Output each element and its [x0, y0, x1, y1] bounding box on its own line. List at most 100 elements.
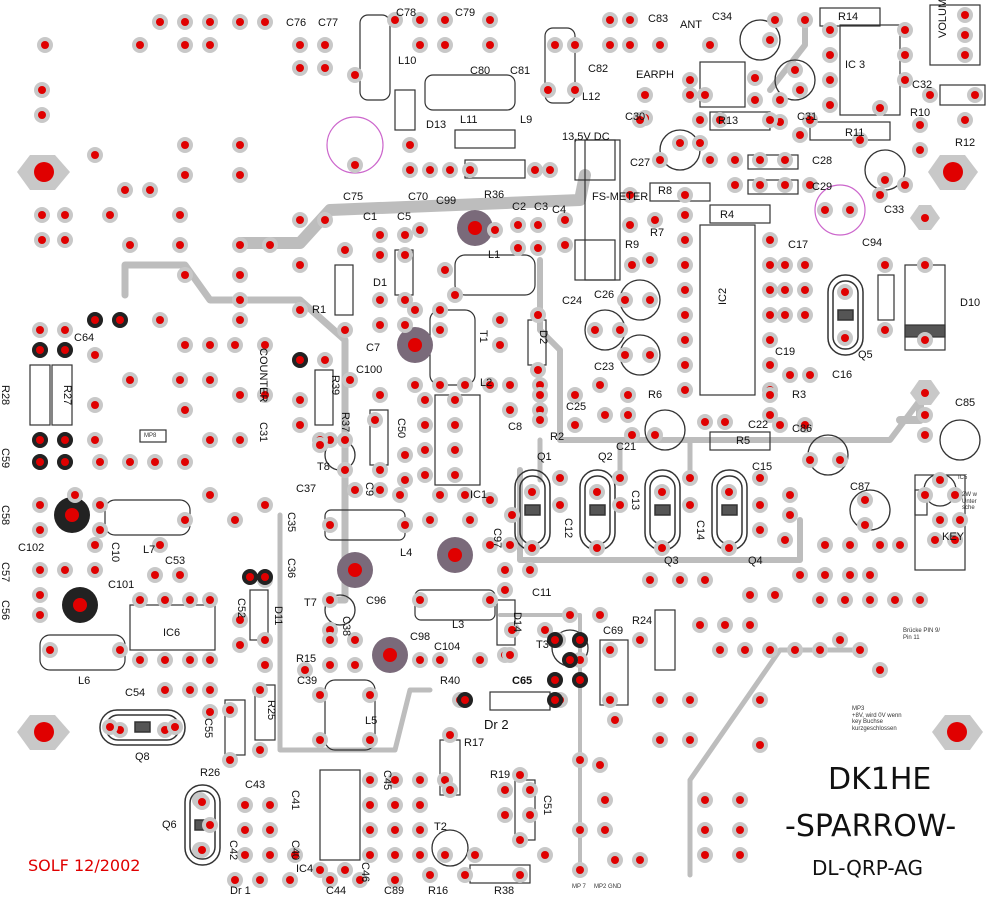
trace-layer — [121, 22, 928, 878]
pad — [866, 596, 874, 604]
label-mp8: MP8 — [144, 433, 157, 439]
pad — [628, 431, 636, 439]
pad — [656, 736, 664, 744]
pad — [411, 381, 419, 389]
pad — [596, 381, 604, 389]
pad — [701, 91, 709, 99]
pad — [206, 436, 214, 444]
label-d14: D14 — [511, 612, 523, 633]
pad — [766, 311, 774, 319]
pad — [241, 826, 249, 834]
pad-layer — [32, 7, 983, 888]
label-r36: R36 — [484, 189, 505, 201]
pad — [266, 851, 274, 859]
pad — [236, 391, 244, 399]
pad — [806, 116, 814, 124]
pad — [841, 288, 849, 296]
label-c75: C75 — [343, 191, 364, 203]
pad — [91, 436, 99, 444]
pad — [96, 458, 104, 466]
pad — [841, 334, 849, 342]
pad — [391, 851, 399, 859]
pad — [266, 241, 274, 249]
pad — [411, 306, 419, 314]
pad — [806, 371, 814, 379]
label-c41: C41 — [289, 790, 301, 811]
pad — [806, 456, 814, 464]
label-q8: Q8 — [135, 751, 150, 763]
pad — [261, 341, 269, 349]
label-r17: R17 — [464, 737, 485, 749]
pad — [826, 51, 834, 59]
label-c30: C30 — [625, 111, 646, 123]
pad — [376, 391, 384, 399]
label-r16: R16 — [428, 885, 449, 897]
pad — [616, 326, 624, 334]
pad — [416, 596, 424, 604]
pad — [291, 851, 299, 859]
label-d11: D11 — [272, 606, 284, 626]
pad — [421, 421, 429, 429]
pad — [856, 136, 864, 144]
pad — [736, 851, 744, 859]
pad — [626, 41, 634, 49]
pad — [534, 366, 542, 374]
pad — [961, 116, 969, 124]
pad — [38, 111, 46, 119]
pad — [446, 166, 454, 174]
pad — [576, 756, 584, 764]
label-c15: C15 — [752, 461, 773, 473]
label-c50: C50 — [395, 418, 407, 439]
pad — [606, 16, 614, 24]
label-l12: L12 — [582, 91, 601, 103]
pad — [561, 241, 569, 249]
pad — [951, 536, 959, 544]
pad — [446, 731, 454, 739]
pad — [436, 491, 444, 499]
pad — [866, 571, 874, 579]
pad — [746, 591, 754, 599]
trace-mp7 — [498, 613, 582, 872]
pad — [321, 216, 329, 224]
pad — [176, 376, 184, 384]
label-c3: C3 — [534, 201, 549, 213]
pad — [416, 226, 424, 234]
pad — [316, 441, 324, 449]
pad — [731, 156, 739, 164]
pad — [846, 206, 854, 214]
pad — [681, 311, 689, 319]
label-c31: C31 — [797, 111, 818, 123]
pad — [876, 541, 884, 549]
pad — [536, 406, 544, 414]
pad — [236, 316, 244, 324]
label-l9: L9 — [520, 114, 533, 126]
trace-osc — [537, 437, 693, 483]
pad — [791, 646, 799, 654]
pad — [181, 341, 189, 349]
pad — [576, 656, 584, 664]
pad — [876, 104, 884, 112]
pad — [301, 666, 309, 674]
pad — [36, 526, 44, 534]
pad — [36, 326, 44, 334]
pad — [556, 501, 564, 509]
pad — [676, 576, 684, 584]
pad — [451, 291, 459, 299]
pad — [206, 376, 214, 384]
pad — [626, 191, 634, 199]
pad — [326, 661, 334, 669]
pad — [206, 18, 214, 26]
pad — [126, 376, 134, 384]
pad — [901, 76, 909, 84]
pad — [176, 571, 184, 579]
pad — [534, 311, 542, 319]
pad — [751, 74, 759, 82]
pad — [296, 356, 304, 364]
label-c51: C51 — [541, 795, 553, 816]
pad — [36, 346, 44, 354]
pad — [461, 381, 469, 389]
label-c89: C89 — [384, 885, 405, 897]
pad — [766, 361, 774, 369]
pad — [376, 231, 384, 239]
